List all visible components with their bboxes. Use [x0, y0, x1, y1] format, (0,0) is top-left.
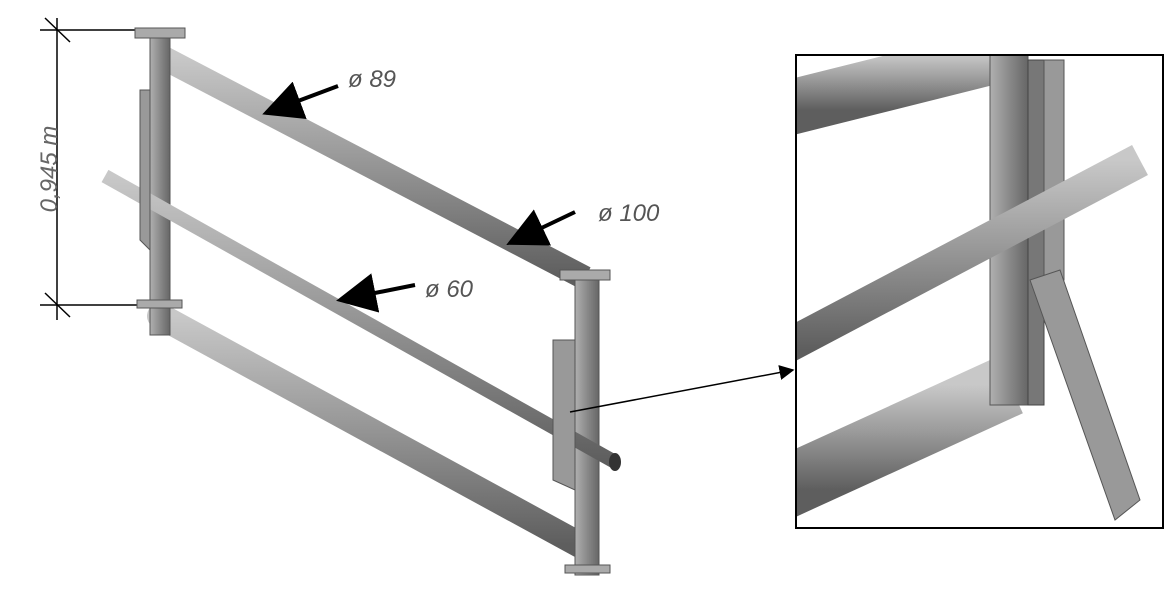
- left-post: [149, 34, 171, 336]
- bottom-rail-diameter-label: ø 100: [598, 200, 660, 227]
- top-rail-diameter-label: ø 89: [348, 66, 397, 93]
- dimension-lines: [40, 17, 140, 320]
- middle-rail-diameter-label: ø 60: [425, 276, 474, 303]
- middle-rail: [101, 169, 619, 469]
- detail-leader-line: [569, 365, 795, 413]
- bottom-rail: [147, 303, 593, 558]
- callout-arrows: [262, 81, 576, 313]
- right-post: [574, 274, 600, 576]
- frame: [101, 27, 621, 576]
- middle-rail-end: [609, 453, 621, 471]
- height-dimension-label: 0,945 m: [36, 125, 63, 213]
- left-hook-plate: [139, 89, 151, 252]
- right-hook-plate: [552, 339, 576, 491]
- detail-view: [795, 54, 1164, 529]
